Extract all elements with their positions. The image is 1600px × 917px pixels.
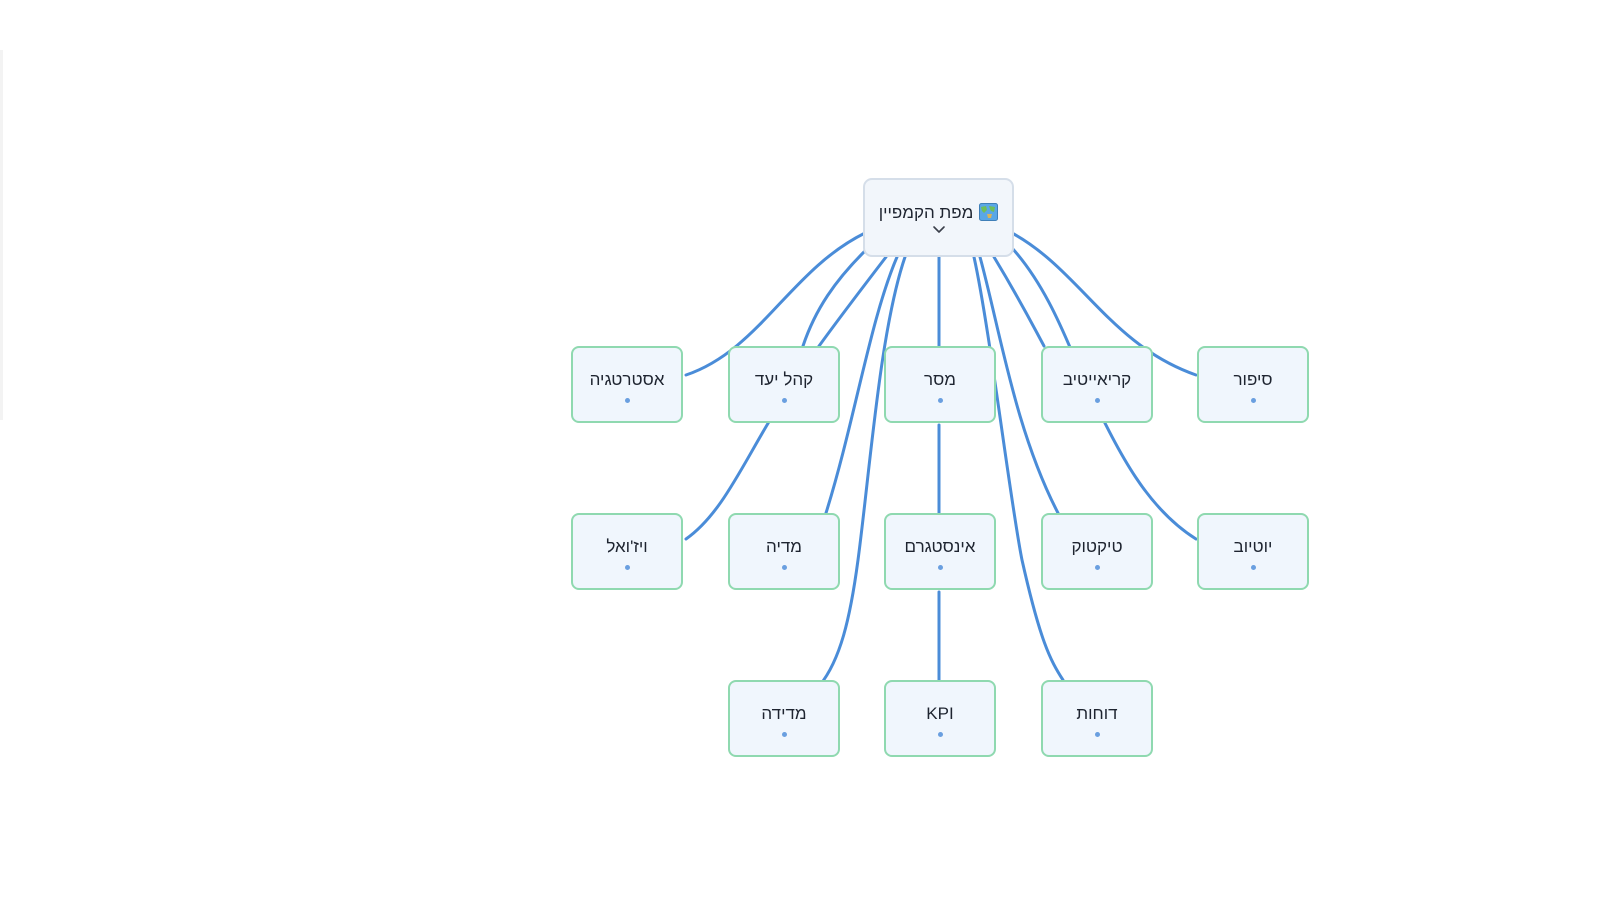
node-handle-dot	[1094, 732, 1100, 737]
node-label: אינסטגרם	[904, 537, 976, 556]
edge-audience	[801, 246, 870, 348]
node-label: ויז'ואל	[606, 537, 648, 556]
node-measurement[interactable]: מדידה	[728, 680, 840, 757]
node-handle-dot	[781, 398, 787, 403]
node-audience[interactable]: קהל יעד	[728, 346, 840, 423]
edge-media	[824, 255, 899, 515]
root-title: מפת הקמפיין	[878, 203, 974, 222]
node-handle-dot	[781, 732, 787, 737]
node-label: מסר	[924, 370, 956, 389]
node-label: קהל יעד	[754, 370, 814, 389]
node-handle-dot	[937, 732, 943, 737]
node-visual[interactable]: ויז'ואל	[571, 513, 683, 590]
chevron-down-icon[interactable]	[932, 225, 946, 235]
node-handle-dot	[624, 398, 630, 403]
node-label: דוחות	[1076, 704, 1118, 723]
edge-strategy	[684, 231, 867, 377]
node-label: יוטיוב	[1233, 537, 1273, 556]
edge-creative	[992, 255, 1046, 348]
node-media[interactable]: מדיה	[728, 513, 840, 590]
node-handle-dot	[1094, 565, 1100, 570]
canvas-left-border	[0, 50, 3, 420]
edge-reports	[972, 255, 1065, 682]
world-map-icon	[979, 203, 999, 221]
node-handle-dot	[937, 565, 943, 570]
node-message[interactable]: מסר	[884, 346, 996, 423]
node-handle-dot	[937, 398, 943, 403]
edge-measurement	[818, 255, 907, 687]
node-handle-dot	[1250, 398, 1256, 403]
node-label: מדיה	[766, 537, 802, 556]
node-handle-dot	[1094, 398, 1100, 403]
node-label: קריאייטיב	[1062, 370, 1132, 389]
node-label: טיקטוק	[1071, 537, 1123, 556]
node-label: KPI	[926, 704, 954, 723]
node-instagram[interactable]: אינסטגרם	[884, 513, 996, 590]
root-title-row: מפת הקמפיין	[865, 203, 1012, 223]
node-label: מדידה	[761, 704, 807, 723]
edge-story	[1010, 231, 1198, 377]
root-node[interactable]: מפת הקמפיין	[863, 178, 1014, 257]
node-strategy[interactable]: אסטרטגיה	[571, 346, 683, 423]
node-creative[interactable]: קריאייטיב	[1041, 346, 1153, 423]
node-handle-dot	[624, 565, 630, 570]
node-youtube[interactable]: יוטיוב	[1197, 513, 1309, 590]
node-story[interactable]: סיפור	[1197, 346, 1309, 423]
node-handle-dot	[781, 565, 787, 570]
node-reports[interactable]: דוחות	[1041, 680, 1153, 757]
node-kpi[interactable]: KPI	[884, 680, 996, 757]
node-label: אסטרטגיה	[589, 370, 665, 389]
edge-tiktok	[978, 255, 1060, 515]
node-handle-dot	[1250, 565, 1256, 570]
node-label: סיפור	[1233, 370, 1273, 389]
node-tiktok[interactable]: טיקטוק	[1041, 513, 1153, 590]
